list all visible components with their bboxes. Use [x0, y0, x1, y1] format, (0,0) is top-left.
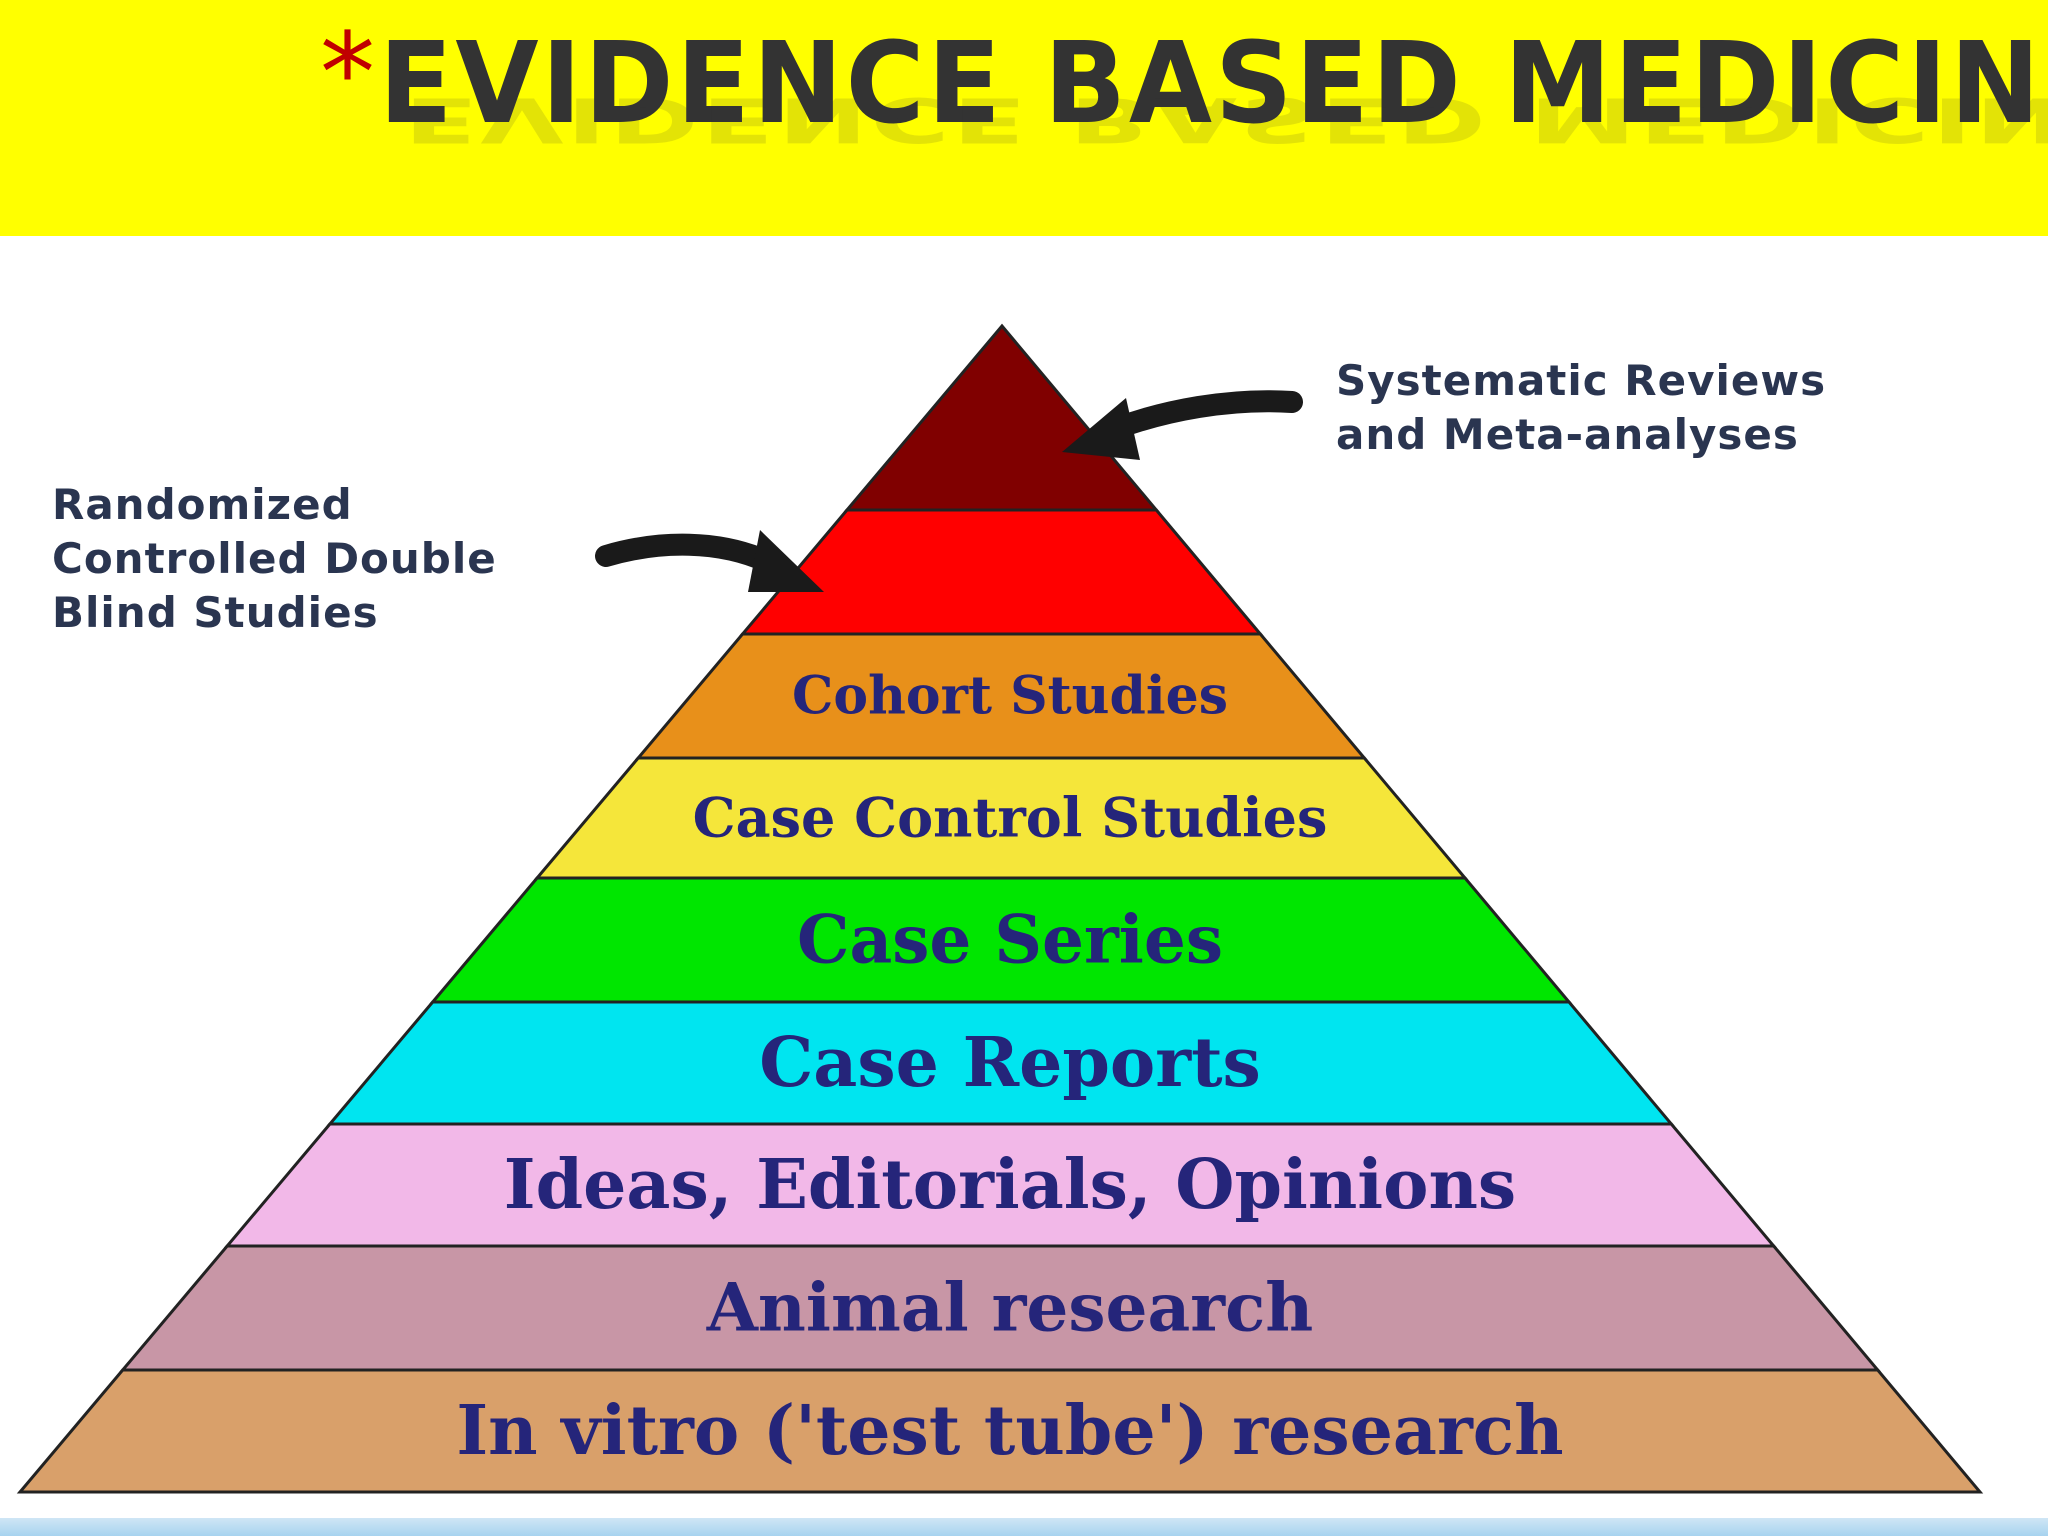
pyramid-tier-9 [16, 1368, 1984, 1494]
pyramid-tier-9-label: In vitro ('test tube') research [456, 1391, 1563, 1471]
pyramid-tier-3-label: Cohort Studies [792, 666, 1228, 727]
rct-label-line-1: Randomized [52, 480, 353, 529]
page-title: EVIDENCE BASED MEDICINE [379, 19, 2048, 149]
pyramid-tier-5-label: Case Series [797, 900, 1223, 978]
pyramid-tier-7-label: Ideas, Editorials, Opinions [504, 1145, 1516, 1225]
rct-label: Randomized Controlled Double Blind Studi… [52, 478, 497, 640]
pyramid-tier-8-label: Animal research [706, 1268, 1314, 1346]
title-banner [0, 0, 2048, 236]
systematic-reviews-arrowhead [1062, 398, 1140, 460]
rct-label-line-2: Controlled Double [52, 534, 497, 583]
systematic-reviews-arrow [1101, 390, 1303, 441]
rct-arrow [595, 533, 779, 573]
systematic-reviews-line-2: and Meta-analyses [1336, 410, 1799, 459]
pyramid-tier-2 [739, 508, 1264, 636]
rct-label-line-3: Blind Studies [52, 588, 379, 637]
title-asterisk: * [320, 9, 375, 137]
pyramid-tiers [16, 323, 1984, 1494]
pyramid-tier-6-label: Case Reports [759, 1023, 1261, 1103]
footer-bar [0, 1518, 2048, 1536]
systematic-reviews-line-1: Systematic Reviews [1336, 356, 1827, 405]
title-block: * EVIDENCE BASED MEDICINE [320, 14, 2048, 154]
systematic-reviews-label: Systematic Reviews and Meta-analyses [1336, 354, 1826, 462]
pyramid-tier-4-label: Case Control Studies [693, 785, 1328, 849]
rct-arrowhead [748, 530, 824, 592]
